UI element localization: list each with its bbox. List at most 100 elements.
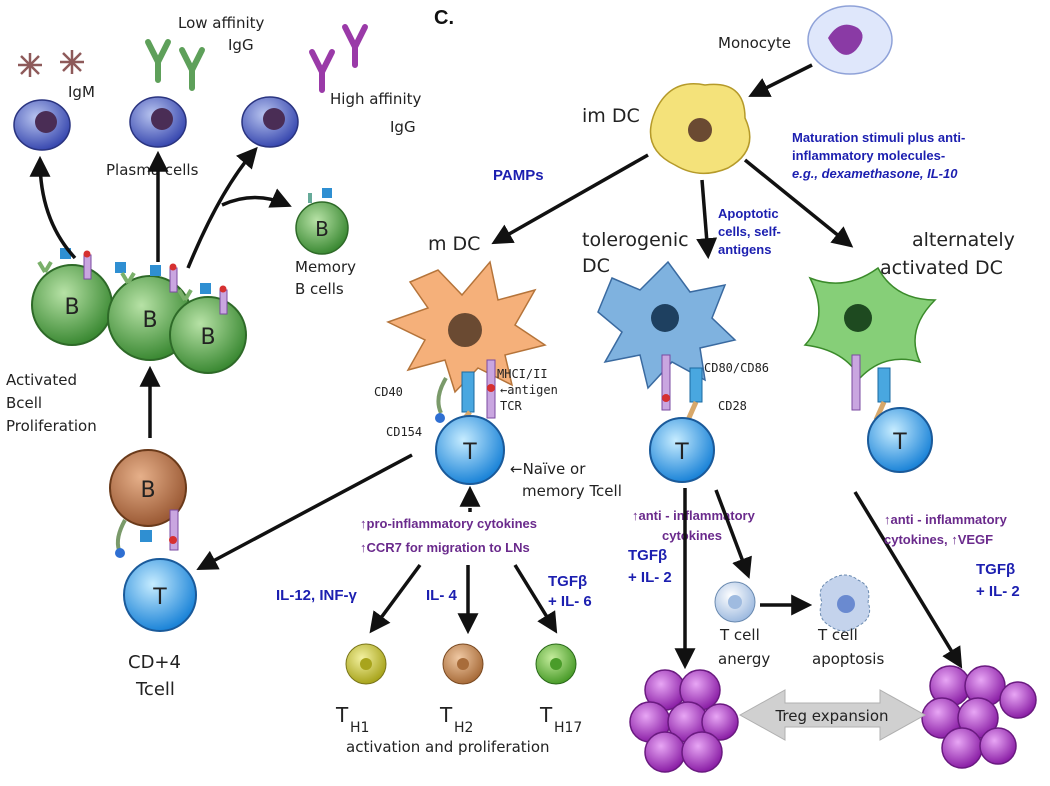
im-dc-label: im DC <box>582 105 640 127</box>
th17-cell <box>535 643 577 685</box>
alternately-activated-dc-cell <box>803 266 937 380</box>
activated-label: Activated <box>6 371 77 389</box>
low-affinity-label: Low affinity <box>178 14 265 32</box>
tolerogenic-t-cell: T <box>649 417 715 483</box>
igm-molecule-icon <box>18 50 84 77</box>
cd80-label: CD80/CD86 <box>704 361 769 375</box>
panel-label: C. <box>434 7 454 29</box>
th2-label: H2 <box>454 720 473 736</box>
tcell-label: Tcell <box>135 679 175 700</box>
maturation-label: inflammatory molecules- <box>792 148 945 163</box>
alt-t-cell: T <box>867 407 933 473</box>
treg-expansion-label: Treg expansion <box>774 707 888 725</box>
th2-t: T <box>439 703 453 727</box>
memory-b-cell: B <box>295 188 349 255</box>
low-affinity-label-igg: IgG <box>228 36 254 54</box>
naive-t-cell: T <box>435 415 505 485</box>
b-cell-arrows <box>29 146 292 438</box>
ccr7-label: ↑CCR7 for migration to LNs <box>360 540 530 555</box>
cd28-label: CD28 <box>718 399 747 413</box>
apoptotic-label: cells, self- <box>718 224 781 239</box>
cd154-label: CD154 <box>386 425 422 439</box>
tolerogenic-dc-label: DC <box>582 255 610 277</box>
tgfb-il2-right-label: + IL- 2 <box>976 583 1020 600</box>
monocyte-cell <box>807 5 893 75</box>
t-letter: T <box>462 440 477 465</box>
bcell-label: Bcell <box>6 394 42 412</box>
th1-cell <box>345 643 387 685</box>
t-letter: T <box>674 440 689 465</box>
im-dc-cell <box>649 83 751 174</box>
tgfb-il6-label: + IL- 6 <box>548 593 592 610</box>
tolerogenic-dc-cell <box>597 260 737 390</box>
b-letter: B <box>142 308 157 333</box>
apoptosis-label: T cell <box>817 626 858 644</box>
apoptotic-t-cell <box>819 574 871 632</box>
apoptosis-label-2: apoptosis <box>812 650 884 668</box>
cd40-label: CD40 <box>374 385 403 399</box>
th-arrows <box>369 563 558 635</box>
tolerogenic-arrows <box>674 488 963 670</box>
anergy-label-2: anergy <box>718 650 770 668</box>
mature-dc-cell <box>386 260 547 394</box>
memory-label: Memory <box>295 258 356 276</box>
cytokines-vegf-label: cytokines, ↑VEGF <box>884 532 993 547</box>
apoptotic-label: Apoptotic <box>718 206 779 221</box>
maturation-label: Maturation stimuli plus anti- <box>792 130 965 145</box>
high-affinity-igg-icon <box>309 24 368 93</box>
plasma-cell-icon <box>129 96 187 148</box>
proliferation-label: Proliferation <box>6 417 97 435</box>
b-letter: B <box>140 478 155 503</box>
il4-label: IL- 4 <box>426 587 457 604</box>
th1-label: H1 <box>350 720 369 736</box>
tgfb-il2-label: TGFβ <box>628 547 667 564</box>
maturation-label: e.g., dexamethasone, IL-10 <box>792 166 958 181</box>
apoptotic-label: antigens <box>718 242 771 257</box>
memory-tcell-label: memory Tcell <box>522 482 622 500</box>
anti-inflammatory-vegf-label: ↑anti - inflammatory <box>884 512 1008 527</box>
anti-inflammatory-label: ↑anti - inflammatory <box>632 508 756 523</box>
alt-dc-receptors <box>851 354 891 422</box>
igm-label: IgM <box>68 83 95 101</box>
pro-inflammatory-label: ↑pro-inflammatory cytokines <box>360 516 537 531</box>
m-dc-label: m DC <box>428 233 480 255</box>
mdc-to-cd4-arrow <box>196 453 481 570</box>
pamps-label: PAMPs <box>493 167 544 184</box>
b-letter: B <box>315 217 329 241</box>
activated-b-cell-cluster: B B B <box>31 248 247 374</box>
th17-label: H17 <box>554 720 582 736</box>
cytokines-label: cytokines <box>662 528 722 543</box>
t-letter: T <box>892 430 907 455</box>
tgfb-il2-label: + IL- 2 <box>628 569 672 586</box>
plasma-cell-icon <box>13 99 71 151</box>
tgfb-il6-label: TGFβ <box>548 573 587 590</box>
monocyte-label: Monocyte <box>718 34 791 52</box>
treg-expansion-arrow: Treg expansion <box>738 689 927 741</box>
alternately-label: alternately <box>912 229 1015 251</box>
high-affinity-label: High affinity <box>330 90 421 108</box>
plasma-cells-label: Plasma cells <box>106 161 199 179</box>
activation-label: activation and proliferation <box>346 738 550 756</box>
b-letter: B <box>200 325 215 350</box>
tolerogenic-receptors <box>661 354 703 422</box>
memory-b-cells-label: B cells <box>295 280 344 298</box>
treg-cluster-left <box>629 669 739 773</box>
b-letter: B <box>64 295 79 320</box>
mhc-label: MHCI/II <box>497 367 548 381</box>
high-affinity-label-igg: IgG <box>390 118 416 136</box>
t-letter: T <box>152 585 167 610</box>
antigen-label: ←antigen <box>500 383 558 397</box>
th1-t: T <box>335 703 349 727</box>
th17-t: T <box>539 703 553 727</box>
il12-label: IL-12, INF-γ <box>276 587 358 604</box>
th2-cell <box>442 643 484 685</box>
b-t-interaction: B T <box>109 449 197 632</box>
tgfb-il2-right-label: TGFβ <box>976 561 1015 578</box>
tolerogenic-label: tolerogenic <box>582 229 689 251</box>
dc-arrows <box>491 63 854 260</box>
anergy-t-cell <box>714 581 756 623</box>
plasma-cell-icon <box>241 96 299 148</box>
anergy-label: T cell <box>719 626 760 644</box>
tcr-label: TCR <box>500 399 522 413</box>
